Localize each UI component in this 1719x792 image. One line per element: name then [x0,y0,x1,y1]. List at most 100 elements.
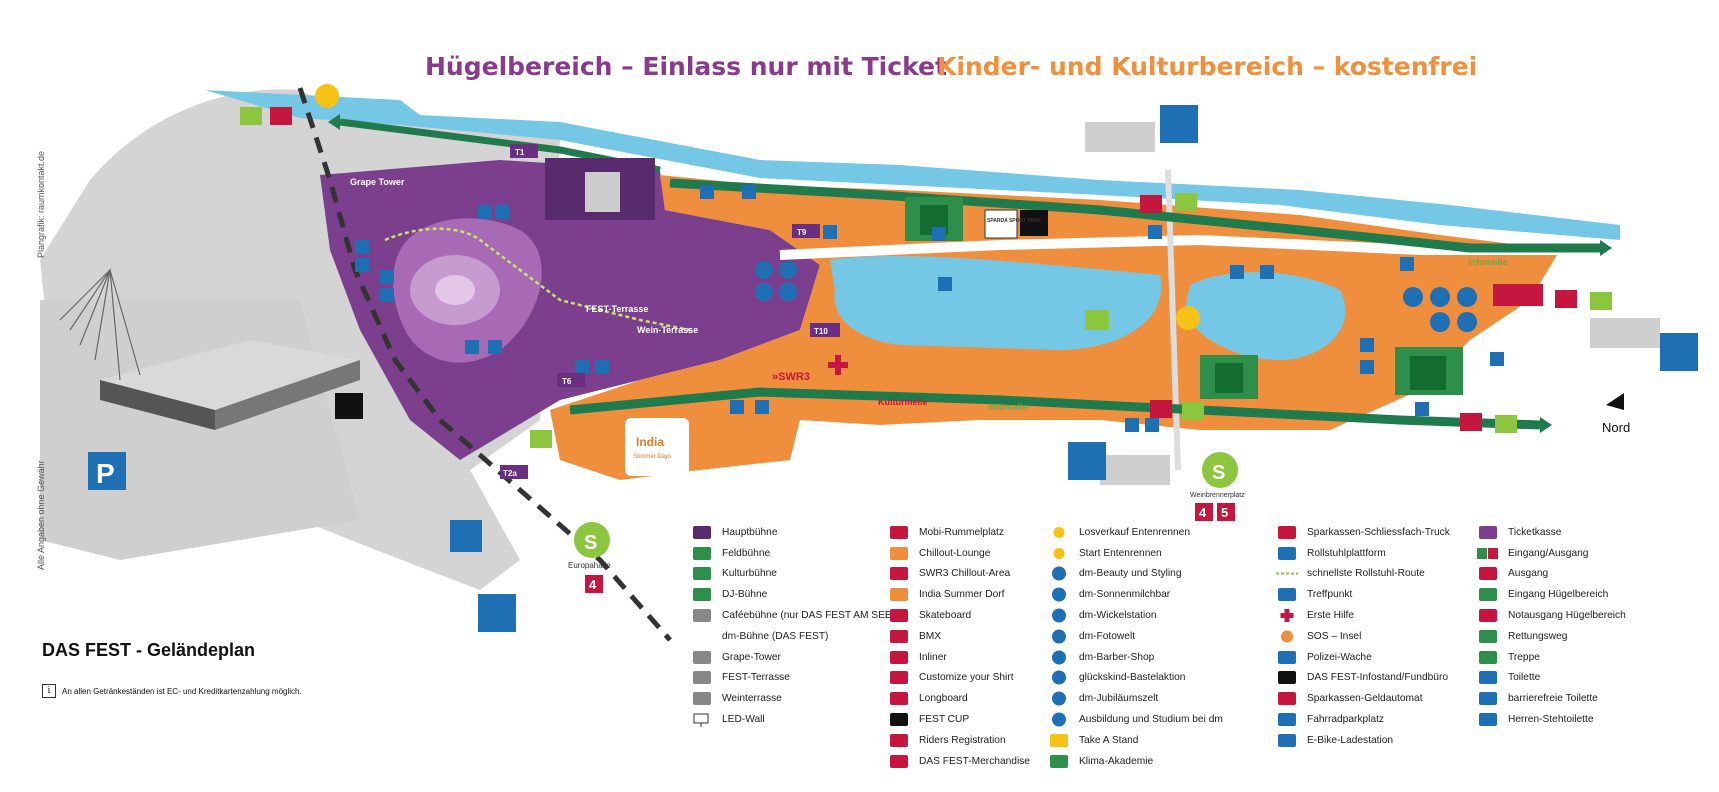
europahalle-building [59,268,360,430]
culture-stage-lake [1200,355,1258,399]
legend-item: Chillout-Lounge [887,543,1030,564]
legend-label: Longboard [919,693,968,705]
meeting-point-icon [1275,587,1299,602]
legend-item: Toilette [1476,668,1626,689]
info-desk-icon [1275,670,1299,685]
longboard-icon [887,691,911,706]
field-stage-icon [690,546,714,561]
legend-label: DAS FEST-Infostand/Fundbüro [1307,672,1448,684]
legend-item: Rollstuhlplattform [1275,543,1450,564]
dm-education-icon [1047,712,1071,727]
urinal-icon [1476,712,1500,727]
mobi-rummelplatz-icon [887,525,911,540]
exit-marker [1140,195,1162,213]
legend-label: Caféebühne (nur DAS FEST AM SEE) [722,610,896,622]
bike-parking-box [1068,442,1106,480]
take-a-stand-icon [1047,733,1071,748]
legend-item: SOS – Insel [1275,626,1450,647]
legend-label: BMX [919,630,942,642]
parking-sign [88,452,126,490]
legend-label: Skateboard [919,610,972,622]
emergency-exit-icon [1476,608,1500,623]
ebike-icon [1275,733,1299,748]
legend-item: Grape-Tower [690,647,895,668]
main-stage-icon [690,525,714,540]
ticket-icon [1476,525,1500,540]
legend-label: Ticketkasse [1508,526,1562,538]
legend-label: Eingang/Ausgang [1508,547,1589,559]
legend-label: Start Entenrennen [1079,547,1162,559]
duck-start-icon [1047,546,1071,561]
dm-anniversary-icon [1047,691,1071,706]
hatched-area [1085,122,1660,485]
legend-item: Polizei-Wache [1275,647,1450,668]
exit-marker [1460,413,1482,431]
legend-label: dm-Jubiläumszelt [1079,693,1159,705]
wheelchair-route-icon [1275,566,1299,581]
legend-item: dm-Sonnenmilchbar [1047,584,1223,605]
legend-label: dm-Wickelstation [1079,610,1157,622]
legend-item: Klima-Akademie [1047,751,1223,772]
legend-label: Riders Registration [919,734,1006,746]
tram-box [1195,503,1213,521]
sos-icon [1275,629,1299,644]
green-route-top [669,178,1600,253]
legend-label: Erste Hilfe [1307,610,1354,622]
dm-stations [755,261,1477,332]
legend-label: DJ-Bühne [722,589,768,601]
legend-label: Feldbühne [722,547,771,559]
culture-stage [905,197,963,241]
legend-label: Herren-Stehtoilette [1508,714,1594,726]
s-bahn-weinbrenner [1202,452,1238,488]
legend-item: FEST CUP [887,709,1030,730]
legend-item: Eingang/Ausgang [1476,543,1626,564]
cafe-stage-icon [690,608,714,623]
fest-terrasse-icon [690,670,714,685]
legend-label: Ausbildung und Studium bei dm [1079,714,1223,726]
disclaimer-text: Alle Angaben ohne Gewähr [36,460,46,570]
legend-item: FEST-Terrasse [690,668,895,689]
legend-label: schnellste Rollstuhl-Route [1307,568,1425,580]
legend-label: DAS FEST-Merchandise [919,755,1030,767]
legend-item: Eingang Hügelbereich [1476,584,1626,605]
info-icon: i [42,684,56,698]
fest-cup-sign [335,393,363,419]
legend-label: Sparkassen-Geldautomat [1307,693,1423,705]
fest-cup-icon [887,712,911,727]
police-icon [1275,650,1299,665]
legend-label: Toilette [1508,672,1541,684]
legend-item: Treffpunkt [1275,584,1450,605]
swr3-icon [887,566,911,581]
legend-label: barrierefreie Toilette [1508,693,1598,705]
fest-cup-sign [1020,210,1048,236]
tram-box [1217,503,1235,521]
legend-label: Customize your Shirt [919,672,1014,684]
gate-markers [500,144,840,479]
hill-entrance-icon [1476,587,1500,602]
legend-item: Feldbühne [690,543,895,564]
lake-east [1185,272,1346,360]
legend-label: Mobi-Rummelplatz [919,526,1004,538]
hill-area-title: Hügelbereich – Einlass nur mit Ticket [425,52,947,81]
legend-item: Caféebühne (nur DAS FEST AM SEE) [690,605,895,626]
legend-label: India Summer Dorf [919,589,1005,601]
legend-label: dm-Barber-Shop [1079,651,1155,663]
atm-icon [1275,691,1299,706]
india-summer-badge [625,418,689,476]
legend-item: SWR3 Chillout-Area [887,564,1030,585]
legend-item: Ausbildung und Studium bei dm [1047,709,1223,730]
legend-label: Notausgang Hügelbereich [1508,610,1626,622]
payment-note: i An allen Getränkeständen ist EC- und K… [42,684,302,698]
legend-label: E-Bike-Ladestation [1307,734,1394,746]
entrance-marker [240,107,262,125]
dm-barber-icon [1047,650,1071,665]
skateboard-icon [887,608,911,623]
legend-label: Klima-Akademie [1079,755,1154,767]
legend-label: Inliner [919,651,947,663]
dj-stage [1395,347,1463,395]
dm-photo-icon [1047,629,1071,644]
wheelchair-platform-icon [1275,546,1299,561]
legend-item: Kulturbühne [690,564,895,585]
